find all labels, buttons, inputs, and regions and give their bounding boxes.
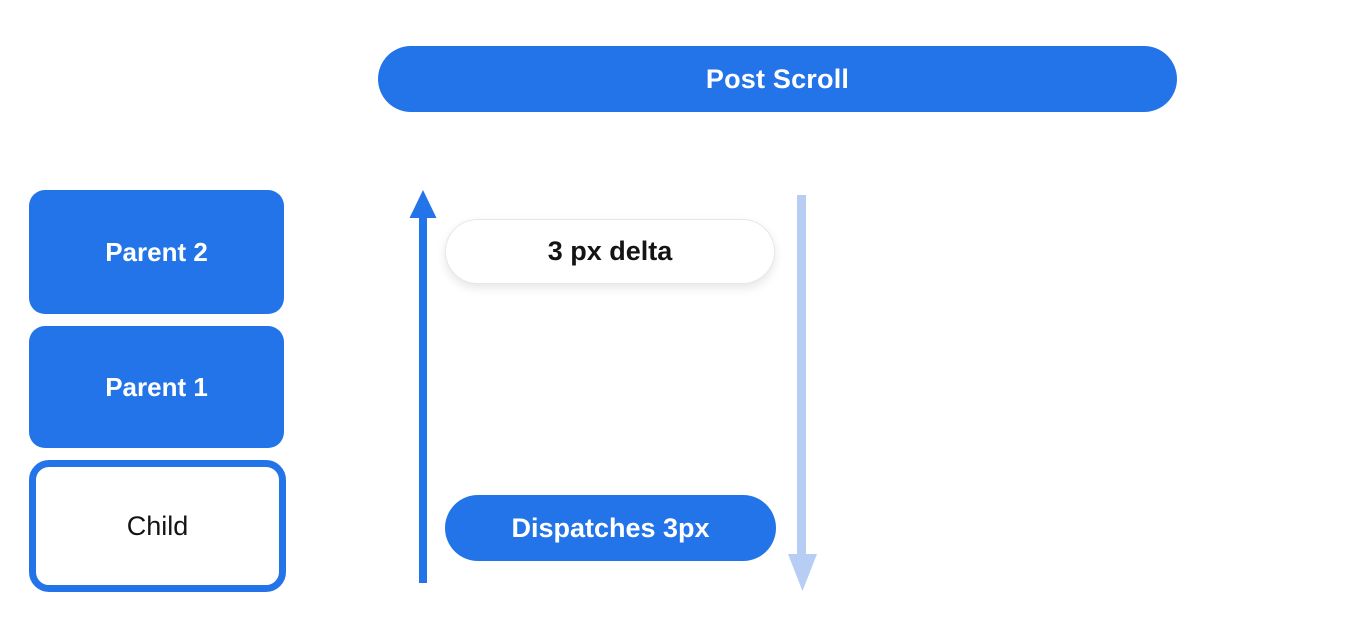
delta-badge: 3 px delta xyxy=(445,219,775,284)
parent2-box: Parent 2 xyxy=(29,190,284,314)
delta-badge-label: 3 px delta xyxy=(547,236,673,266)
child-label: Child xyxy=(126,510,189,541)
dispatch-badge-label: Dispatches 3px xyxy=(511,512,710,543)
child-box: Child xyxy=(29,460,286,592)
arrow-down-icon xyxy=(788,195,817,591)
parent1-box: Parent 1 xyxy=(29,326,284,448)
post-scroll-header-label: Post Scroll xyxy=(705,63,850,94)
arrow-up-icon xyxy=(409,190,437,583)
parent2-label: Parent 2 xyxy=(105,236,208,267)
parent1-label: Parent 1 xyxy=(105,371,208,402)
post-scroll-header-pill: Post Scroll xyxy=(378,46,1177,112)
dispatch-badge: Dispatches 3px xyxy=(445,495,776,561)
